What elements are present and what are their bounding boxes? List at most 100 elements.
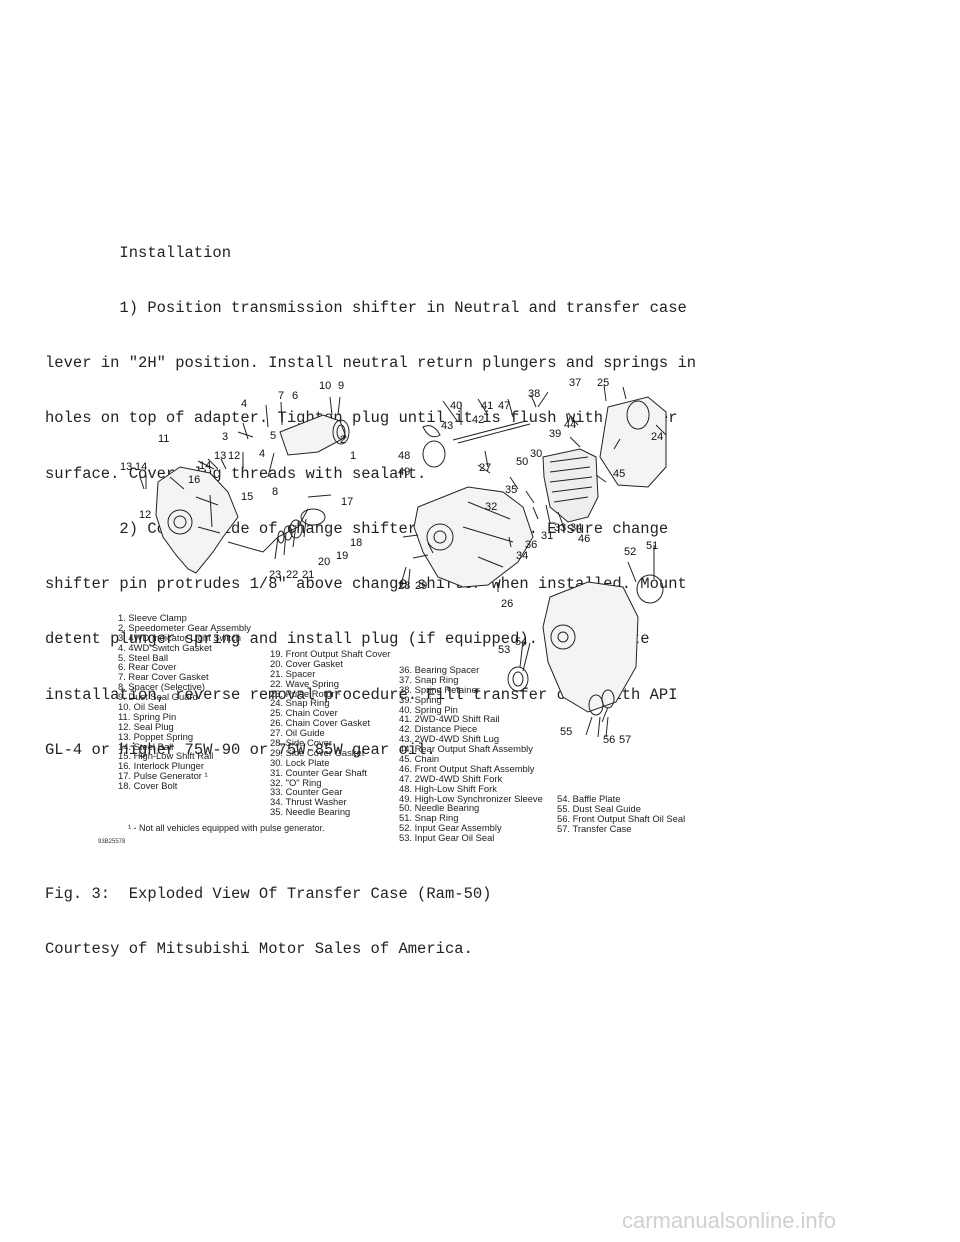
legend-item: 57. Transfer Case — [557, 822, 632, 834]
callout-13: 13 — [214, 450, 226, 462]
section-heading: Installation — [45, 243, 232, 262]
exploded-view-drawing: 13 14 11 12 14 16 13 12 3 4 5 4 15 8 7 6… — [120, 377, 667, 746]
callout-43: 43 — [441, 420, 453, 432]
legend-item: 30. Lock Plate — [270, 756, 330, 768]
legend-item: 55. Dust Seal Guide — [557, 802, 641, 814]
legend-item: 41. 2WD-4WD Shift Rail — [399, 713, 500, 725]
text-line: lever in "2H" position. Install neutral … — [45, 354, 697, 373]
legend-item: 47. 2WD-4WD Shift Fork — [399, 772, 503, 784]
callout-48: 48 — [398, 450, 410, 462]
legend-item: 15. High-Low Shift Rail — [118, 750, 214, 762]
callout-3: 3 — [222, 431, 228, 443]
legend-item: 32. "O" Ring — [270, 776, 322, 788]
lower-case-drawing — [542, 581, 639, 713]
callout-24: 24 — [651, 431, 663, 443]
legend-item: 27. Oil Guide — [270, 727, 325, 739]
callout-8: 8 — [272, 486, 278, 498]
legend-item: 38. Spring Retainer — [399, 683, 480, 695]
legend-item: 22. Wave Spring — [270, 677, 339, 689]
callout-22: 22 — [286, 569, 298, 581]
callout-11: 11 — [158, 433, 169, 445]
callout-12-left: 12 — [139, 509, 151, 521]
legend-item: 23. Pulse Rotor ¹ — [270, 687, 341, 699]
legend-item: 53. Input Gear Oil Seal — [399, 832, 495, 844]
legend-item: 48. High-Low Shift Fork — [399, 782, 497, 794]
callout-54: 54 — [515, 636, 527, 648]
callout-27: 27 — [479, 462, 491, 474]
legend-item: 13. Poppet Spring — [118, 730, 194, 742]
callout-38: 38 — [528, 388, 540, 400]
callout-30: 30 — [530, 448, 542, 460]
legend-item: 9. Dust Seal Guard — [118, 691, 198, 703]
text-line: GL-4 or higher 75W-90 or 75W-85W gear oi… — [45, 740, 436, 759]
legend-item: 14. Steel Ball — [118, 740, 174, 752]
legend-column-2: 19. Front Output Shaft Cover 20. Cover G… — [270, 649, 390, 817]
chain-cover-drawing — [599, 396, 667, 488]
legend-item: 3. 4WD Indicator Light Switch — [118, 631, 241, 643]
legend-item: 20. Cover Gasket — [270, 657, 343, 669]
legend-item: 21. Spacer — [270, 667, 316, 679]
callout-40: 40 — [450, 400, 462, 412]
legend-item: 34. Thrust Washer — [270, 796, 347, 808]
figure-id: 93B25578 — [98, 839, 126, 845]
callout-55: 55 — [560, 726, 572, 738]
callout-36: 36 — [525, 539, 537, 551]
legend-item: 49. High-Low Synchronizer Sleeve — [399, 792, 543, 804]
legend-item: 26. Chain Cover Gasket — [270, 717, 371, 729]
main-case-drawing — [413, 486, 534, 588]
callout-28: 28 — [398, 580, 410, 592]
text-line: 1) Position transmission shifter in Neut… — [45, 299, 687, 318]
legend-item: 12. Seal Plug — [118, 720, 174, 732]
callout-1: 1 — [350, 450, 356, 462]
callout-9: 9 — [338, 380, 344, 392]
legend-item: 11. Spring Pin — [118, 710, 177, 722]
text-line: installation, reverse removal procedure.… — [45, 685, 678, 704]
legend-item: 51. Snap Ring — [399, 812, 459, 824]
callout-7: 7 — [278, 390, 284, 402]
legend-item: 43. 2WD-4WD Shift Lug — [399, 733, 500, 745]
callout-13-left: 13 — [120, 461, 132, 473]
callout-25: 25 — [597, 377, 609, 389]
legend-item: 4. 4WD Switch Gasket — [118, 641, 212, 653]
callout-4: 4 — [241, 398, 247, 410]
callout-46: 46 — [578, 533, 590, 545]
legend-item: 10. Oil Seal — [118, 701, 167, 713]
legend-column-3: 36. Bearing Spacer 37. Snap Ring 38. Spr… — [399, 665, 543, 843]
callout-47: 47 — [498, 400, 510, 412]
figure-footnote: ¹ - Not all vehicles equipped with pulse… — [128, 823, 325, 833]
legend-column-1: 1. Sleeve Clamp 2. Speedometer Gear Asse… — [118, 613, 251, 791]
legend-item: 37. Snap Ring — [399, 673, 459, 685]
callout-31: 31 — [541, 530, 553, 542]
callout-29: 29 — [415, 580, 427, 592]
callout-17: 17 — [341, 496, 353, 508]
callout-32: 32 — [485, 501, 497, 513]
callout-14: 14 — [199, 460, 211, 472]
legend-item: 25. Chain Cover — [270, 707, 338, 719]
legend-item: 40. Spring Pin — [399, 703, 458, 715]
callout-12: 12 — [228, 450, 240, 462]
callout-21: 21 — [302, 569, 314, 581]
legend-item: 16. Interlock Plunger — [118, 760, 204, 772]
exploded-view-figure: 13 14 11 12 14 16 13 12 3 4 5 4 15 8 7 6… — [118, 377, 718, 847]
legend-item: 33. Counter Gear — [270, 786, 343, 798]
callout-50: 50 — [516, 456, 528, 468]
callout-4b: 4 — [259, 448, 265, 460]
legend-item: 46. Front Output Shaft Assembly — [399, 762, 535, 774]
callout-37: 37 — [569, 377, 581, 389]
callout-15: 15 — [241, 491, 253, 503]
callout-49: 49 — [398, 466, 410, 478]
legend-item: 44. Rear Output Shaft Assembly — [399, 743, 533, 755]
legend-item: 7. Rear Cover Gasket — [118, 671, 209, 683]
callout-44: 44 — [564, 419, 576, 431]
legend-item: 42. Distance Piece — [399, 723, 478, 735]
legend-item: 54. Baffle Plate — [557, 793, 621, 804]
legend-item: 28. Side Cover — [270, 737, 333, 749]
legend-item: 19. Front Output Shaft Cover — [270, 648, 391, 659]
legend-item: 1. Sleeve Clamp — [118, 612, 187, 623]
legend-item: 50. Needle Bearing — [399, 802, 480, 814]
callout-42: 42 — [472, 414, 484, 426]
figure-caption: Fig. 3: Exploded View Of Transfer Case (… — [45, 848, 491, 977]
callout-41: 41 — [481, 400, 493, 412]
rear-cover-drawing — [279, 414, 347, 456]
caption-title: Fig. 3: Exploded View Of Transfer Case (… — [45, 884, 492, 903]
